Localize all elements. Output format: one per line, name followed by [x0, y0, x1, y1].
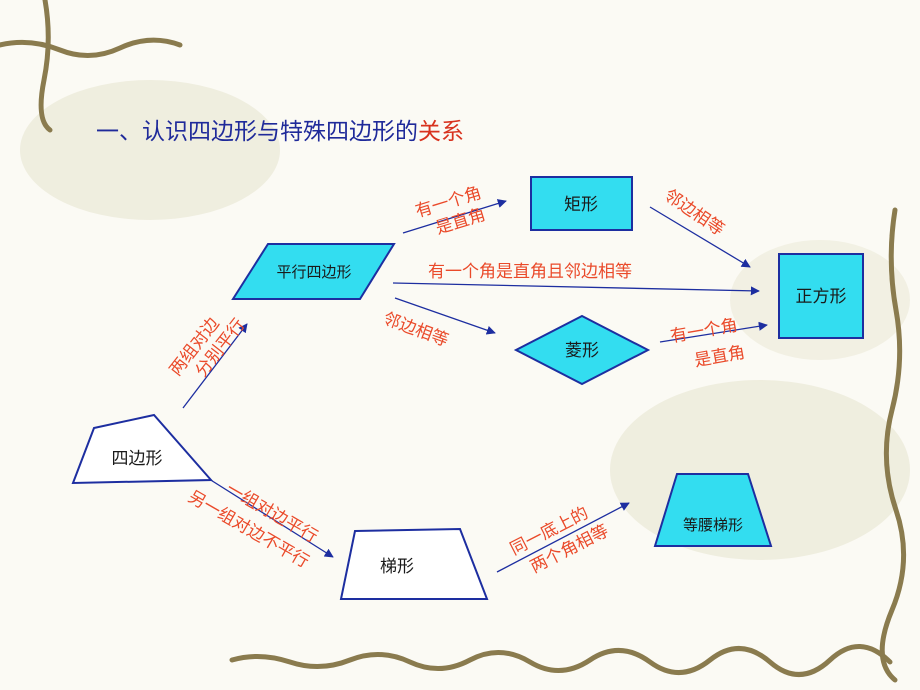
edge-rhombus-square-line2: 是直角: [693, 343, 747, 372]
node-quadrilateral: 四边形: [71, 413, 214, 485]
label-isosceles-trapezoid: 等腰梯形: [683, 516, 743, 534]
node-trapezoid: 梯形: [339, 527, 489, 600]
node-parallelogram: 平行四边形: [231, 243, 396, 300]
label-rectangle: 矩形: [564, 195, 598, 215]
arrow-rhombus-square: [659, 321, 768, 343]
background-decoration: [20, 80, 910, 560]
edge-para-square: 有一个角是直角且邻边相等: [428, 262, 632, 282]
edge-label-rhombus-square: 有一个角 是直角: [669, 316, 747, 372]
label-rhombus: 菱形: [565, 341, 599, 361]
node-isosceles-trapezoid: 等腰梯形: [653, 473, 773, 547]
edge-label-quad-para: 两组对边 分别平行: [166, 314, 249, 381]
edge-rect-square: 邻边相等: [660, 186, 728, 241]
arrow-para-square: [392, 282, 760, 296]
arrow-quad-para: [182, 323, 248, 409]
edge-label-trap-iso: 同一底上的 两个角相等: [507, 503, 612, 577]
arrow-rect-square: [649, 206, 751, 268]
title-highlight: 关系: [418, 119, 464, 145]
title-main: 一、认识四边形与特殊四边形的: [96, 119, 418, 145]
edge-label-para-rect: 有一个角 是直角: [413, 183, 488, 239]
arrow-trap-iso: [496, 502, 630, 573]
edge-para-rhombus: 邻边相等: [380, 309, 451, 351]
arrows: [182, 199, 768, 573]
label-quadrilateral: 四边形: [112, 449, 163, 469]
label-trapezoid: 梯形: [380, 557, 414, 577]
node-rectangle: 矩形: [530, 176, 633, 231]
node-rhombus: 菱形: [513, 314, 651, 386]
arrow-para-rect: [402, 199, 507, 234]
arrow-para-rhombus: [394, 297, 496, 335]
label-parallelogram: 平行四边形: [276, 263, 351, 281]
vine-border: [0, 0, 907, 683]
edge-rhombus-square-line1: 有一个角: [669, 316, 739, 348]
edge-label-quad-trap: 一组对边平行 另一组对边不平行: [185, 479, 321, 572]
label-square: 正方形: [796, 287, 847, 307]
slide-title: 一、认识四边形与特殊四边形的关系: [96, 119, 464, 145]
node-square: 正方形: [778, 253, 864, 339]
arrow-quad-trap: [197, 471, 334, 558]
